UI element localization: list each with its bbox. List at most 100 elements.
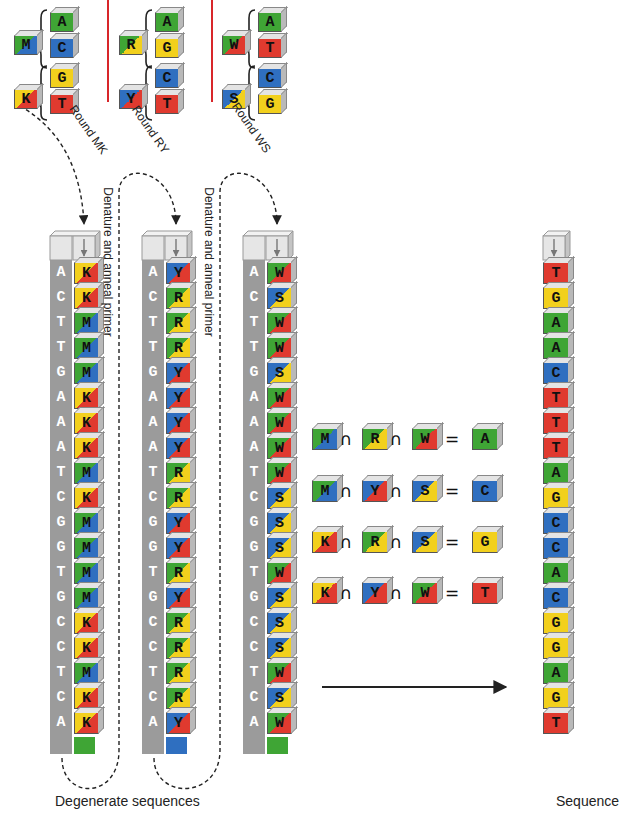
base-letter: G [544,613,568,633]
base-letter: C [51,39,73,57]
base-letter: M [75,663,98,683]
template-strand [142,260,164,754]
base-cube: K [74,487,99,509]
base-cube: R [166,312,191,334]
base-letter: C [544,513,568,533]
base-letter: A [544,463,568,483]
template-base: A [50,437,72,459]
template-base: A [50,412,72,434]
base-cube: T [543,437,569,459]
base-letter: A [544,313,568,333]
base-cube: S [412,531,438,553]
base-letter: W [268,338,291,358]
base-letter: W [268,713,291,733]
equals-sign: = [445,584,459,603]
base-cube: G [155,38,179,58]
base-letter: T [544,438,568,458]
template-strand [50,260,72,754]
base-cube: R [166,462,191,484]
base-letter: W [268,313,291,333]
base-cube: G [543,637,569,659]
base-cube: C [543,537,569,559]
base-cube: M [74,362,99,384]
base-cube: R [166,662,191,684]
base-cube: A [543,562,569,584]
base-cube: S [267,487,292,509]
base-letter: M [75,563,98,583]
base-cube: M [74,312,99,334]
base-cube: M [14,35,38,55]
base-letter: A [259,13,281,31]
base-cube: C [543,362,569,384]
template-base: A [50,387,72,409]
base-cube: S [267,587,292,609]
base-cube: M [312,428,338,450]
base-cube: K [74,637,99,659]
base-cube: C [543,512,569,534]
base-letter: W [413,429,437,449]
base-letter: K [75,388,98,408]
round-loop-arrow [154,173,277,788]
base-letter: M [75,338,98,358]
axis-caption: Sequence [556,794,619,809]
base-letter: G [544,688,568,708]
template-base: G [243,587,265,609]
base-cube: M [74,462,99,484]
intersection-sign: ∩ [340,584,352,603]
base-letter: M [75,538,98,558]
base-letter: K [15,90,37,108]
base-cube: G [543,487,569,509]
base-cube: R [166,562,191,584]
base-letter: S [268,613,291,633]
base-letter: K [75,488,98,508]
template-base: A [142,437,164,459]
base-cube: Y [166,512,191,534]
base-cube: G [543,687,569,709]
base-cube: T [543,712,569,734]
base-cube: C [472,480,498,502]
base-cube: Y [166,387,191,409]
result-arrow [322,686,506,688]
base-cube: K [74,612,99,634]
strand-direction-arrow [83,239,84,256]
base-cube: A [543,462,569,484]
base-cube: W [267,712,292,734]
base-cube: K [74,412,99,434]
base-cube: R [166,487,191,509]
template-base: T [50,662,72,684]
base-letter: M [75,463,98,483]
base-letter: K [75,613,98,633]
template-base: G [50,512,72,534]
step-label: Denature and anneal primer [201,187,214,336]
base-letter: A [51,13,73,31]
base-cube: T [543,387,569,409]
base-letter: A [473,429,497,449]
template-base: G [243,362,265,384]
base-letter: S [413,532,437,552]
base-cube: Y [362,480,388,502]
base-cube: W [267,312,292,334]
base-cube: S [267,637,292,659]
base-cube: T [258,38,282,58]
template-base: C [142,487,164,509]
equals-sign: = [445,482,459,501]
base-letter: W [268,463,291,483]
base-letter: K [313,583,337,603]
template-base: T [243,337,265,359]
base-cube: R [166,287,191,309]
template-base: G [243,512,265,534]
base-letter: C [544,538,568,558]
base-cube: G [258,94,282,114]
base-cube: W [267,437,292,459]
base-cube: A [155,12,179,32]
template-base: T [243,562,265,584]
base-cube: K [74,687,99,709]
base-letter: W [268,263,291,283]
intersection-sign: ∩ [390,430,402,449]
base-cube: Y [166,262,191,284]
base-letter: S [268,588,291,608]
template-base: C [50,287,72,309]
template-base: A [142,387,164,409]
base-cube: W [267,412,292,434]
